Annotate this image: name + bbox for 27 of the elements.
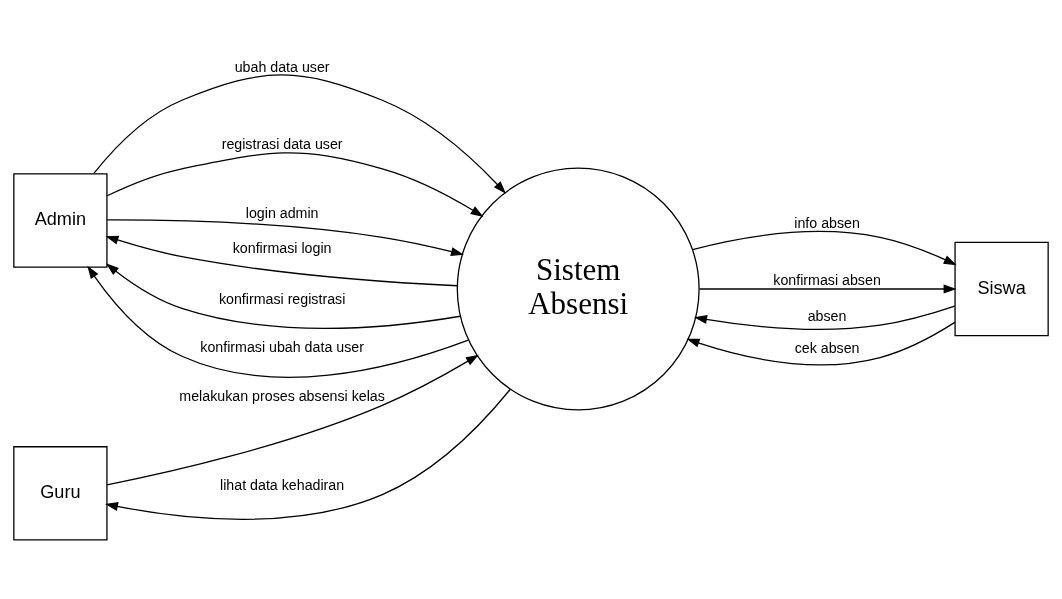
edge-label: absen xyxy=(807,307,847,324)
edge-label: konfirmasi login xyxy=(232,239,332,256)
edge-label: konfirmasi registrasi xyxy=(218,290,346,307)
edge-label: info absen xyxy=(794,214,860,231)
arrow xyxy=(694,305,956,330)
arrow xyxy=(106,151,484,217)
arrow xyxy=(105,388,511,520)
arrow xyxy=(106,354,479,486)
edge-label: registrasi data user xyxy=(221,135,343,152)
edge-label: konfirmasi ubah data user xyxy=(200,338,364,355)
arrow xyxy=(93,73,506,194)
edge-label: melakukan proses absensi kelas xyxy=(179,387,385,404)
edge-label: cek absen xyxy=(794,339,860,356)
arrow xyxy=(686,321,956,365)
node-box: Guru xyxy=(13,445,108,540)
edge-label: login admin xyxy=(245,204,319,221)
edge-label: lihat data kehadiran xyxy=(220,476,345,493)
edge-label: konfirmasi absen xyxy=(773,271,881,288)
arrow xyxy=(105,235,458,286)
arrow xyxy=(105,262,461,329)
arrow xyxy=(106,218,464,256)
node-box: Admin xyxy=(13,172,108,268)
arrow xyxy=(87,265,469,378)
arrow xyxy=(691,230,957,265)
node-box: Siswa xyxy=(954,241,1049,336)
arrow xyxy=(698,284,957,294)
edge-label: ubah data user xyxy=(234,58,330,75)
